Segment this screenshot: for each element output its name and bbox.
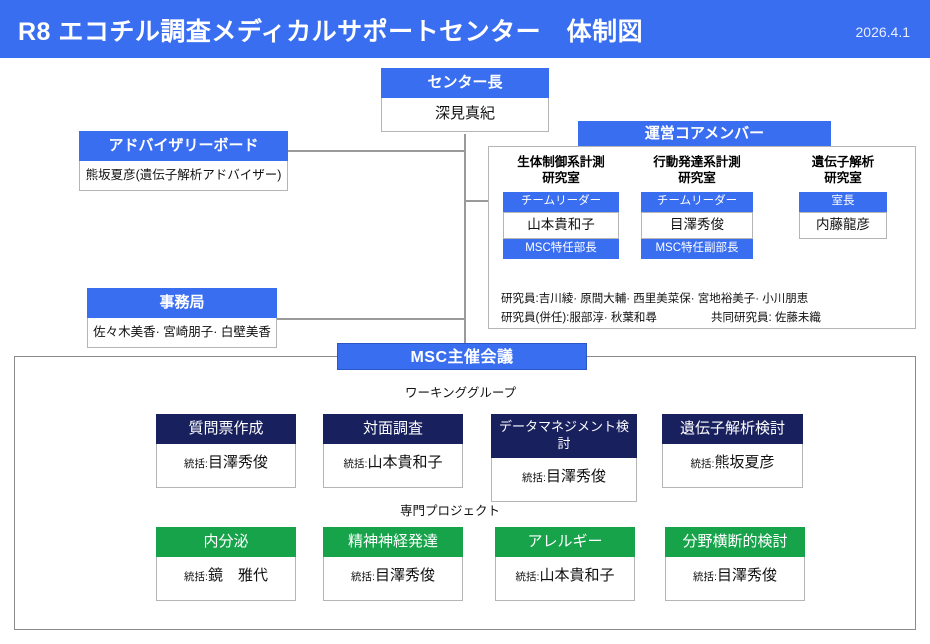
center-chief-card: センター長 深見真紀: [381, 68, 549, 132]
working-group-title: 質問票作成: [156, 414, 296, 444]
project-title: アレルギー: [495, 527, 635, 557]
working-group-title: 対面調査: [323, 414, 463, 444]
lab-group-behavior: 行動発達系計測 研究室 チームリーダー 目澤秀俊 MSC特任副部長: [641, 155, 753, 259]
staff-line-joint-researchers: 研究員(併任):服部淳· 秋葉和尋: [501, 312, 657, 324]
connector-to-core: [464, 200, 489, 202]
lead-name: 山本貴和子: [539, 566, 615, 584]
page-title: R8 エコチル調査メディカルサポートセンター 体制図: [18, 18, 644, 46]
lead-name: 山本貴和子: [367, 453, 443, 471]
lab-leader-stack: 室長 内藤龍彦: [799, 192, 887, 239]
lead-prefix: 統括:: [522, 471, 546, 484]
page-header: R8 エコチル調査メディカルサポートセンター 体制図 2026.4.1: [0, 0, 930, 58]
project-title: 精神神経発達: [323, 527, 463, 557]
lab-role: チームリーダー: [641, 192, 753, 213]
project-lead: 統括:目澤秀俊: [665, 556, 805, 601]
project-label: 専門プロジェクト: [400, 504, 501, 518]
lab-leader-stack: チームリーダー 目澤秀俊 MSC特任副部長: [641, 192, 753, 259]
project-lead: 統括:目澤秀俊: [323, 556, 463, 601]
project-box-cross-disciplinary: 分野横断的検討 統括:目澤秀俊: [665, 527, 805, 601]
lab-title: 行動発達系計測 研究室: [653, 155, 741, 185]
project-lead: 統括:山本貴和子: [495, 556, 635, 601]
lab-leader-stack: チームリーダー 山本貴和子 MSC特任部長: [503, 192, 619, 259]
advisory-board-title: アドバイザリーボード: [79, 131, 288, 162]
msc-meeting-banner: MSC主催会議: [337, 343, 587, 370]
connector-to-secretariat: [277, 318, 465, 320]
working-group-box-data-management: データマネジメント検討 統括:目澤秀俊: [491, 414, 637, 502]
project-box-endocrine: 内分泌 統括:鏡 雅代: [156, 527, 296, 601]
project-lead: 統括:鏡 雅代: [156, 556, 296, 601]
advisory-board-card: アドバイザリーボード 熊坂夏彦(遺伝子解析アドバイザー): [79, 131, 288, 192]
lead-prefix: 統括:: [690, 457, 715, 470]
lab-role: チームリーダー: [503, 192, 619, 213]
lab-role: 室長: [799, 192, 887, 213]
secretariat-members: 佐々木美香· 宮崎朋子· 白壁美香: [87, 318, 277, 349]
working-group-title: データマネジメント検討: [491, 414, 637, 458]
working-group-box-genome-analysis: 遺伝子解析検討 統括:熊坂夏彦: [662, 414, 803, 488]
secretariat-card: 事務局 佐々木美香· 宮崎朋子· 白壁美香: [87, 288, 277, 349]
project-box-neurodevelopment: 精神神経発達 統括:目澤秀俊: [323, 527, 463, 601]
lead-prefix: 統括:: [351, 570, 375, 583]
working-group-title: 遺伝子解析検討: [662, 414, 803, 444]
working-group-box-questionnaire: 質問票作成 統括:目澤秀俊: [156, 414, 296, 488]
core-members-banner: 運営コアメンバー: [578, 121, 831, 146]
lead-name: 目澤秀俊: [545, 467, 606, 485]
lab-group-genome: 遺伝子解析 研究室 室長 内藤龍彦: [799, 155, 887, 239]
project-title: 分野横断的検討: [665, 527, 805, 557]
working-group-lead: 統括:熊坂夏彦: [662, 443, 803, 488]
lab-subrole: MSC特任副部長: [641, 238, 753, 259]
working-group-lead: 統括:目澤秀俊: [491, 457, 637, 502]
advisory-board-members: 熊坂夏彦(遺伝子解析アドバイザー): [79, 161, 288, 192]
lab-person: 山本貴和子: [503, 212, 619, 239]
lab-title: 生体制御系計測 研究室: [517, 155, 605, 185]
lead-name: 目澤秀俊: [207, 453, 268, 471]
staff-line-researchers: 研究員:吉川綾· 原間大輔· 西里美菜保· 宮地裕美子· 小川朋恵: [501, 293, 809, 305]
lab-title: 遺伝子解析 研究室: [811, 155, 875, 185]
lead-prefix: 統括:: [184, 457, 208, 470]
staff-line-collaborator: 共同研究員: 佐藤未織: [711, 312, 821, 324]
working-group-label: ワーキンググループ: [405, 386, 517, 400]
lead-prefix: 統括:: [515, 570, 540, 583]
lead-prefix: 統括:: [343, 457, 368, 470]
secretariat-title: 事務局: [87, 288, 277, 319]
center-chief-name: 深見真紀: [381, 98, 549, 132]
lab-person: 目澤秀俊: [641, 212, 753, 239]
lead-prefix: 統括:: [184, 570, 208, 583]
working-group-box-interview: 対面調査 統括:山本貴和子: [323, 414, 463, 488]
project-box-allergy: アレルギー 統括:山本貴和子: [495, 527, 635, 601]
working-group-lead: 統括:山本貴和子: [323, 443, 463, 488]
center-chief-role: センター長: [381, 68, 549, 99]
lab-group-biocontrol: 生体制御系計測 研究室 チームリーダー 山本貴和子 MSC特任部長: [503, 155, 619, 259]
lead-prefix: 統括:: [693, 570, 717, 583]
lab-subrole: MSC特任部長: [503, 238, 619, 259]
lab-person: 内藤龍彦: [799, 212, 887, 239]
core-members-panel: 生体制御系計測 研究室 チームリーダー 山本貴和子 MSC特任部長 行動発達系計…: [488, 146, 916, 329]
working-group-lead: 統括:目澤秀俊: [156, 443, 296, 488]
connector-to-advisory: [288, 150, 465, 152]
lead-name: 目澤秀俊: [374, 566, 435, 584]
header-date: 2026.4.1: [855, 24, 911, 40]
project-title: 内分泌: [156, 527, 296, 557]
lead-name: 目澤秀俊: [716, 566, 777, 584]
lead-name: 鏡 雅代: [207, 566, 268, 584]
connector-trunk-vertical: [464, 134, 466, 356]
lead-name: 熊坂夏彦: [714, 453, 775, 471]
